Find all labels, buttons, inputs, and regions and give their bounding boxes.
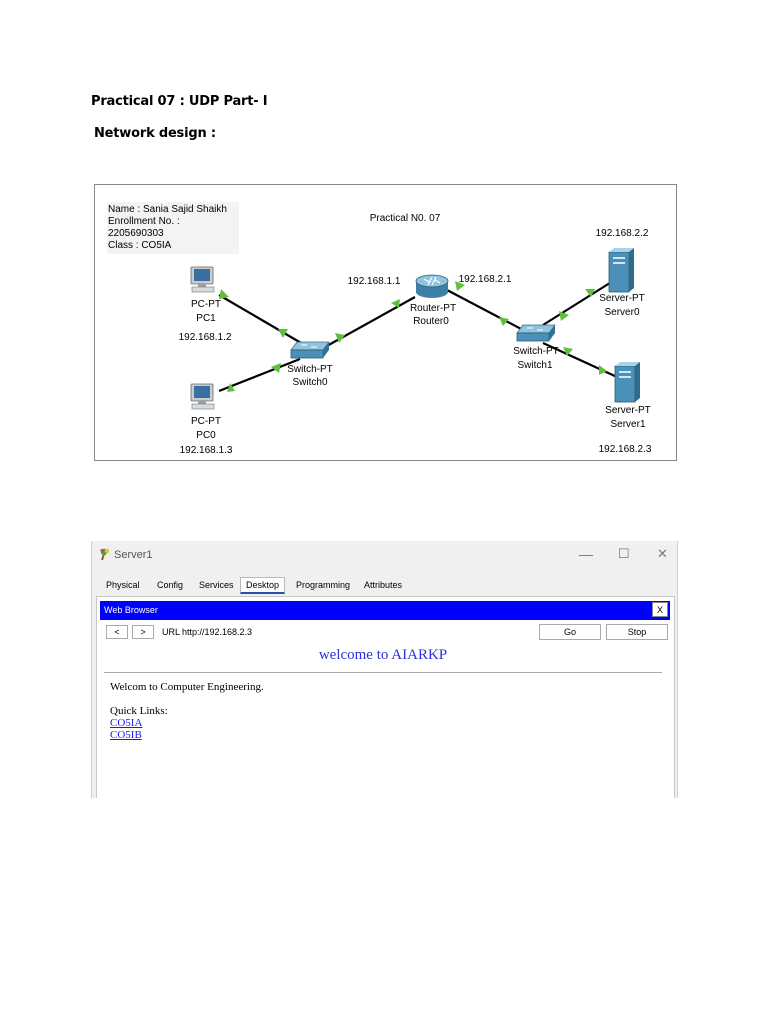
pc1-type: PC-PT bbox=[191, 299, 221, 310]
link-router0-switch1 bbox=[446, 289, 526, 332]
student-info-box: Name : Sania Sajid Shaikh Enrollment No.… bbox=[107, 202, 239, 254]
page-welcome-text: Welcom to Computer Engineering. bbox=[110, 681, 264, 693]
back-button[interactable]: < bbox=[106, 625, 128, 639]
close-button[interactable]: ✕ bbox=[657, 546, 668, 561]
port-indicator bbox=[335, 333, 345, 343]
switch0-type: Switch-PT bbox=[287, 364, 333, 375]
server0-type: Server-PT bbox=[599, 293, 645, 304]
port-indicator bbox=[599, 365, 607, 375]
minimize-button[interactable]: — bbox=[579, 546, 593, 562]
page-heading: welcome to AIARKP bbox=[318, 647, 448, 663]
packet-tracer-icon bbox=[100, 548, 110, 560]
switch0-name: Switch0 bbox=[292, 377, 328, 388]
switch1-type: Switch-PT bbox=[513, 346, 559, 357]
port-indicator bbox=[563, 347, 573, 356]
browser-close-button[interactable]: X bbox=[652, 602, 668, 617]
forward-button[interactable]: > bbox=[132, 625, 154, 639]
port-indicator bbox=[227, 383, 235, 392]
router0-ip-right: 192.168.2.1 bbox=[458, 274, 512, 285]
switch0-icon bbox=[290, 341, 330, 359]
port-indicator bbox=[271, 363, 281, 373]
server0-ip: 192.168.2.2 bbox=[595, 228, 649, 239]
student-name: Name : Sania Sajid Shaikh bbox=[108, 204, 227, 215]
url-label: URL bbox=[162, 627, 181, 637]
port-indicator bbox=[499, 317, 509, 326]
server1-name: Server1 bbox=[610, 419, 646, 430]
pc0-type: PC-PT bbox=[191, 416, 221, 427]
maximize-button[interactable]: ☐ bbox=[618, 546, 630, 561]
pc1-ip: 192.168.1.2 bbox=[178, 332, 232, 343]
tab-attributes[interactable]: Attributes bbox=[364, 580, 403, 590]
window-titlebar[interactable]: Server1 — ☐ ✕ bbox=[92, 541, 677, 569]
class-label: Class : CO5IA bbox=[108, 240, 172, 251]
page-divider bbox=[104, 672, 662, 673]
pc0-ip: 192.168.1.3 bbox=[179, 445, 233, 456]
go-button[interactable]: Go bbox=[539, 624, 601, 640]
enrollment-number: Enrollment No. : 2205690303 bbox=[108, 216, 180, 239]
port-indicator bbox=[559, 311, 569, 321]
web-browser-title: Web Browser bbox=[104, 605, 158, 615]
switch1-name: Switch1 bbox=[517, 360, 553, 371]
tab-programming[interactable]: Programming bbox=[296, 580, 351, 590]
tab-services[interactable]: Services bbox=[199, 580, 234, 590]
link-co5ib[interactable]: CO5IB bbox=[110, 729, 142, 741]
stop-button[interactable]: Stop bbox=[606, 624, 668, 640]
pc1-icon bbox=[190, 266, 215, 293]
router0-ip-left: 192.168.1.1 bbox=[347, 276, 401, 287]
pc0-name: PC0 bbox=[196, 430, 216, 441]
router0-icon bbox=[415, 274, 449, 298]
browser-page-content: welcome to AIARKP Welcom to Computer Eng… bbox=[104, 644, 662, 798]
router0-type: Router-PT bbox=[409, 303, 457, 314]
pc0-icon bbox=[190, 383, 215, 410]
link-pc1-switch0 bbox=[218, 294, 309, 348]
port-indicator bbox=[585, 289, 595, 297]
switch1-icon bbox=[516, 324, 556, 342]
port-indicator bbox=[219, 289, 229, 299]
network-diagram: Name : Sania Sajid Shaikh Enrollment No.… bbox=[94, 184, 677, 461]
port-indicator bbox=[391, 299, 400, 308]
server1-icon bbox=[614, 362, 640, 403]
tab-physical[interactable]: Physical bbox=[106, 580, 140, 590]
url-input[interactable] bbox=[180, 624, 535, 639]
port-indicator bbox=[455, 281, 465, 291]
server1-type: Server-PT bbox=[605, 405, 651, 416]
web-browser-titlebar: Web Browser X bbox=[100, 601, 670, 620]
diagram-title: Practical N0. 07 bbox=[369, 213, 441, 224]
tab-desktop[interactable]: Desktop bbox=[240, 577, 286, 594]
quick-links-label: Quick Links: bbox=[110, 705, 168, 717]
pc1-name: PC1 bbox=[196, 313, 216, 324]
server1-ip: 192.168.2.3 bbox=[598, 444, 652, 455]
practical-title: Practical 07 : UDP Part- I bbox=[91, 94, 268, 109]
server1-window: Server1 — ☐ ✕ Physical Config Services D… bbox=[91, 541, 678, 798]
window-title: Server1 bbox=[114, 549, 153, 561]
server0-name: Server0 bbox=[604, 307, 640, 318]
router0-name: Router0 bbox=[413, 316, 449, 327]
link-pc0-switch0 bbox=[218, 357, 301, 393]
port-indicator bbox=[278, 329, 288, 338]
server0-icon bbox=[608, 248, 634, 293]
link-switch1-server0 bbox=[542, 280, 614, 326]
tab-config[interactable]: Config bbox=[157, 580, 184, 590]
link-co5ia[interactable]: CO5IA bbox=[110, 717, 143, 729]
network-design-heading: Network design : bbox=[94, 126, 216, 141]
